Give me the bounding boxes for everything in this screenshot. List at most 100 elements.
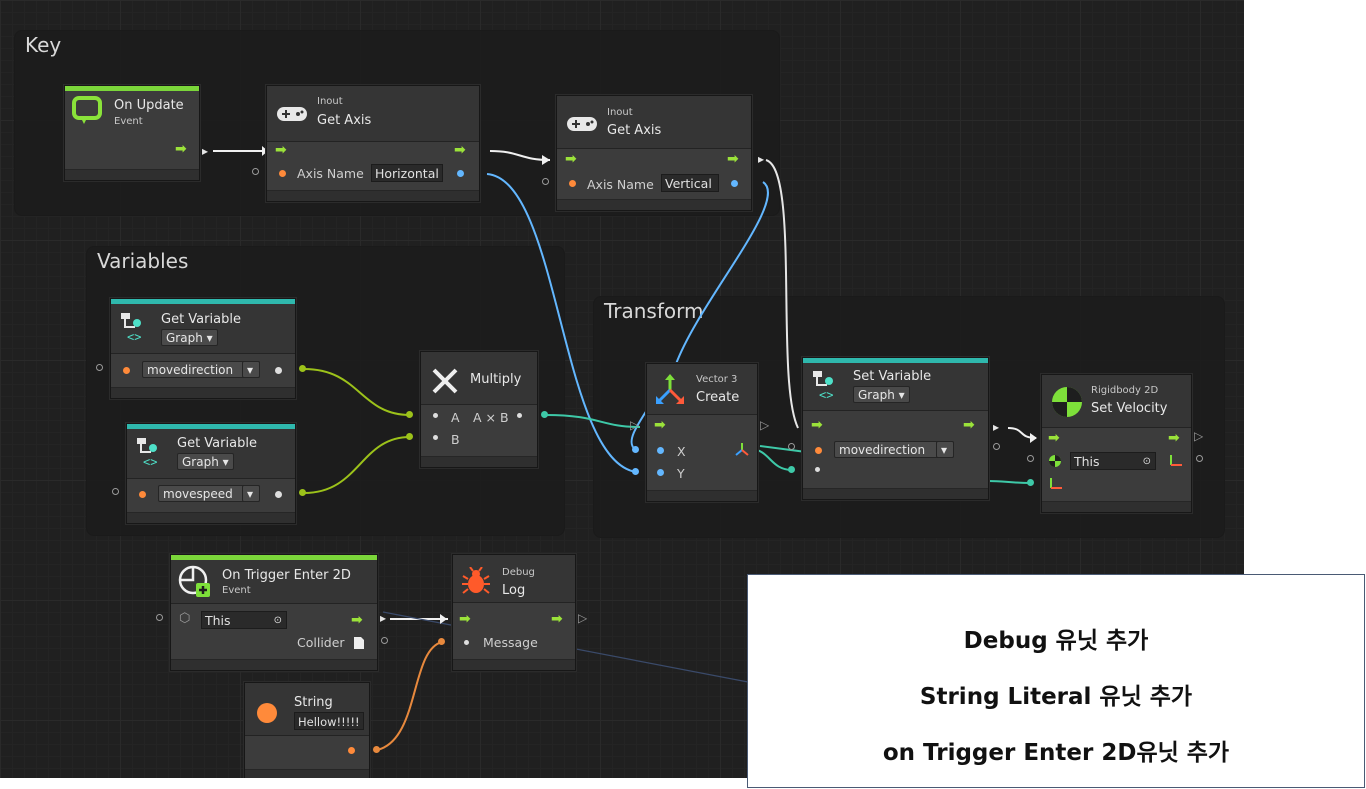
flow-output-triangle[interactable]: ▷ [760, 418, 770, 432]
vector-input-icon[interactable] [1048, 475, 1064, 494]
unconnected-port[interactable] [112, 488, 119, 495]
variable-dropdown-arrow[interactable]: ▾ [242, 361, 260, 378]
flow-output-triangle[interactable]: ▸ [758, 152, 765, 166]
flow-input-port[interactable]: ➡ [1048, 430, 1060, 446]
flow-input-port[interactable]: ➡ [459, 611, 471, 627]
string-input-dot[interactable] [438, 638, 445, 645]
input-b-label: B [451, 432, 460, 447]
node-get-variable-movedirection[interactable]: <> Get Variable Graph ▾ movedirection ▾ [110, 298, 296, 399]
node-subtitle: Event [222, 585, 251, 596]
flow-output-triangle[interactable]: ▸ [380, 611, 387, 625]
axis-name-field[interactable]: Horizontal [371, 164, 443, 182]
input-a-port[interactable] [433, 413, 438, 418]
string-input-port[interactable] [815, 447, 822, 454]
flow-input-triangle[interactable]: ▷ [630, 418, 640, 432]
scope-dropdown[interactable]: Graph ▾ [177, 453, 234, 470]
float-output-port[interactable] [457, 170, 464, 177]
axis-name-field[interactable]: Vertical [661, 174, 719, 192]
object-input-dot[interactable] [788, 466, 795, 473]
flow-output-port[interactable]: ➡ [963, 417, 975, 433]
vector-output-icon[interactable] [1168, 452, 1184, 471]
flow-output-port[interactable]: ➡ [727, 151, 739, 167]
flow-output-port[interactable]: ➡ [351, 612, 363, 628]
target-picker-icon[interactable]: ⊙ [273, 615, 282, 626]
float-output-dot[interactable] [299, 489, 306, 496]
scope-dropdown[interactable]: Graph ▾ [853, 386, 910, 403]
string-input-port[interactable] [123, 367, 130, 374]
flow-input-port[interactable]: ➡ [654, 417, 666, 433]
unconnected-port[interactable] [156, 614, 163, 621]
flow-output-port[interactable]: ➡ [551, 611, 563, 627]
graph-canvas[interactable]: Key Variables Transform [0, 0, 1244, 778]
flow-input-port[interactable]: ➡ [565, 151, 577, 167]
flow-output-triangle[interactable]: ▷ [1194, 429, 1204, 443]
flow-output-triangle[interactable]: ▸ [202, 144, 209, 158]
flow-output-triangle[interactable]: ▷ [578, 611, 588, 625]
flow-output-port[interactable]: ➡ [1168, 430, 1180, 446]
rigidbody-small-icon[interactable] [1048, 453, 1062, 472]
node-multiply[interactable]: Multiply A A × B B [420, 351, 538, 468]
input-b-port[interactable] [433, 435, 438, 440]
output-port[interactable] [517, 413, 522, 418]
object-input-dot[interactable] [1027, 479, 1034, 486]
float-input-dot[interactable] [406, 433, 413, 440]
unconnected-port[interactable] [1196, 455, 1203, 462]
unconnected-port[interactable] [993, 443, 1000, 450]
y-input-port[interactable] [657, 469, 664, 476]
flow-output-port[interactable]: ➡ [175, 141, 187, 157]
target-picker-icon[interactable]: ⊙ [1142, 456, 1151, 467]
string-value-field[interactable]: Hellow!!!!! [294, 712, 364, 730]
node-get-axis-horizontal[interactable]: Inout Get Axis ➡ ➡ Axis Name Horizontal [266, 85, 480, 202]
x-input-port[interactable] [657, 447, 664, 454]
input-a-label: A [451, 410, 460, 425]
unconnected-port[interactable] [1027, 455, 1034, 462]
variable-name-dropdown[interactable]: movedirection [142, 361, 260, 378]
target-field[interactable]: This⊙ [1070, 452, 1156, 470]
target-field[interactable]: This⊙ [201, 611, 287, 629]
node-set-variable[interactable]: <> Set Variable Graph ▾ ➡ ➡ movedirectio… [802, 357, 989, 500]
unconnected-port[interactable] [252, 168, 259, 175]
unconnected-port[interactable] [788, 443, 795, 450]
node-string-literal[interactable]: String Hellow!!!!! [244, 682, 370, 778]
node-on-update[interactable]: On Update Event ➡ [64, 85, 200, 181]
float-output-port[interactable] [731, 180, 738, 187]
flow-wire [489, 150, 551, 161]
flow-output-port[interactable]: ➡ [454, 142, 466, 158]
unconnected-port[interactable] [96, 364, 103, 371]
node-title: Log [502, 583, 526, 598]
node-get-axis-vertical[interactable]: Inout Get Axis ➡ ➡ Axis Name Vertical [556, 95, 752, 211]
unconnected-port[interactable] [542, 178, 549, 185]
scope-dropdown[interactable]: Graph ▾ [161, 329, 218, 346]
blue-input-dot[interactable] [632, 446, 639, 453]
string-input-port[interactable] [569, 180, 576, 187]
value-input-port[interactable] [815, 467, 820, 472]
object-wire [987, 480, 1032, 484]
flow-input-port[interactable]: ➡ [275, 142, 287, 158]
output-port[interactable] [275, 491, 282, 498]
node-get-variable-movespeed[interactable]: <> Get Variable Graph ▾ movespeed ▾ [126, 423, 296, 524]
string-output-port[interactable] [348, 747, 355, 754]
node-category: Inout [317, 96, 343, 107]
variable-dropdown-arrow[interactable]: ▾ [242, 485, 260, 502]
document-icon [353, 635, 365, 654]
string-input-port[interactable] [139, 491, 146, 498]
blue-input-dot[interactable] [632, 468, 639, 475]
unconnected-port[interactable] [381, 637, 388, 644]
vector-output-icon[interactable] [734, 441, 750, 460]
variable-name-dropdown[interactable]: movespeed [158, 485, 260, 502]
flow-output-triangle[interactable]: ▸ [993, 420, 1000, 434]
object-output-dot[interactable] [541, 411, 548, 418]
node-debug-log[interactable]: Debug Log ➡ ➡ Message [452, 554, 576, 671]
node-vector3-create[interactable]: Vector 3 Create ➡ X Y [646, 363, 758, 502]
node-set-velocity[interactable]: Rigidbody 2D Set Velocity ➡ ➡ This⊙ [1041, 374, 1192, 513]
output-port[interactable] [275, 367, 282, 374]
float-input-dot[interactable] [406, 411, 413, 418]
string-output-dot[interactable] [373, 746, 380, 753]
variable-dropdown-arrow[interactable]: ▾ [936, 441, 954, 458]
flow-input-port[interactable]: ➡ [811, 417, 823, 433]
message-input-port[interactable] [464, 640, 469, 645]
float-output-dot[interactable] [299, 365, 306, 372]
annotation-line-2: String Literal 유닛 추가 [919, 684, 1193, 710]
string-input-port[interactable] [279, 170, 286, 177]
node-on-trigger-enter-2d[interactable]: On Trigger Enter 2D Event ⬡ This⊙ ➡ Coll… [170, 554, 378, 671]
